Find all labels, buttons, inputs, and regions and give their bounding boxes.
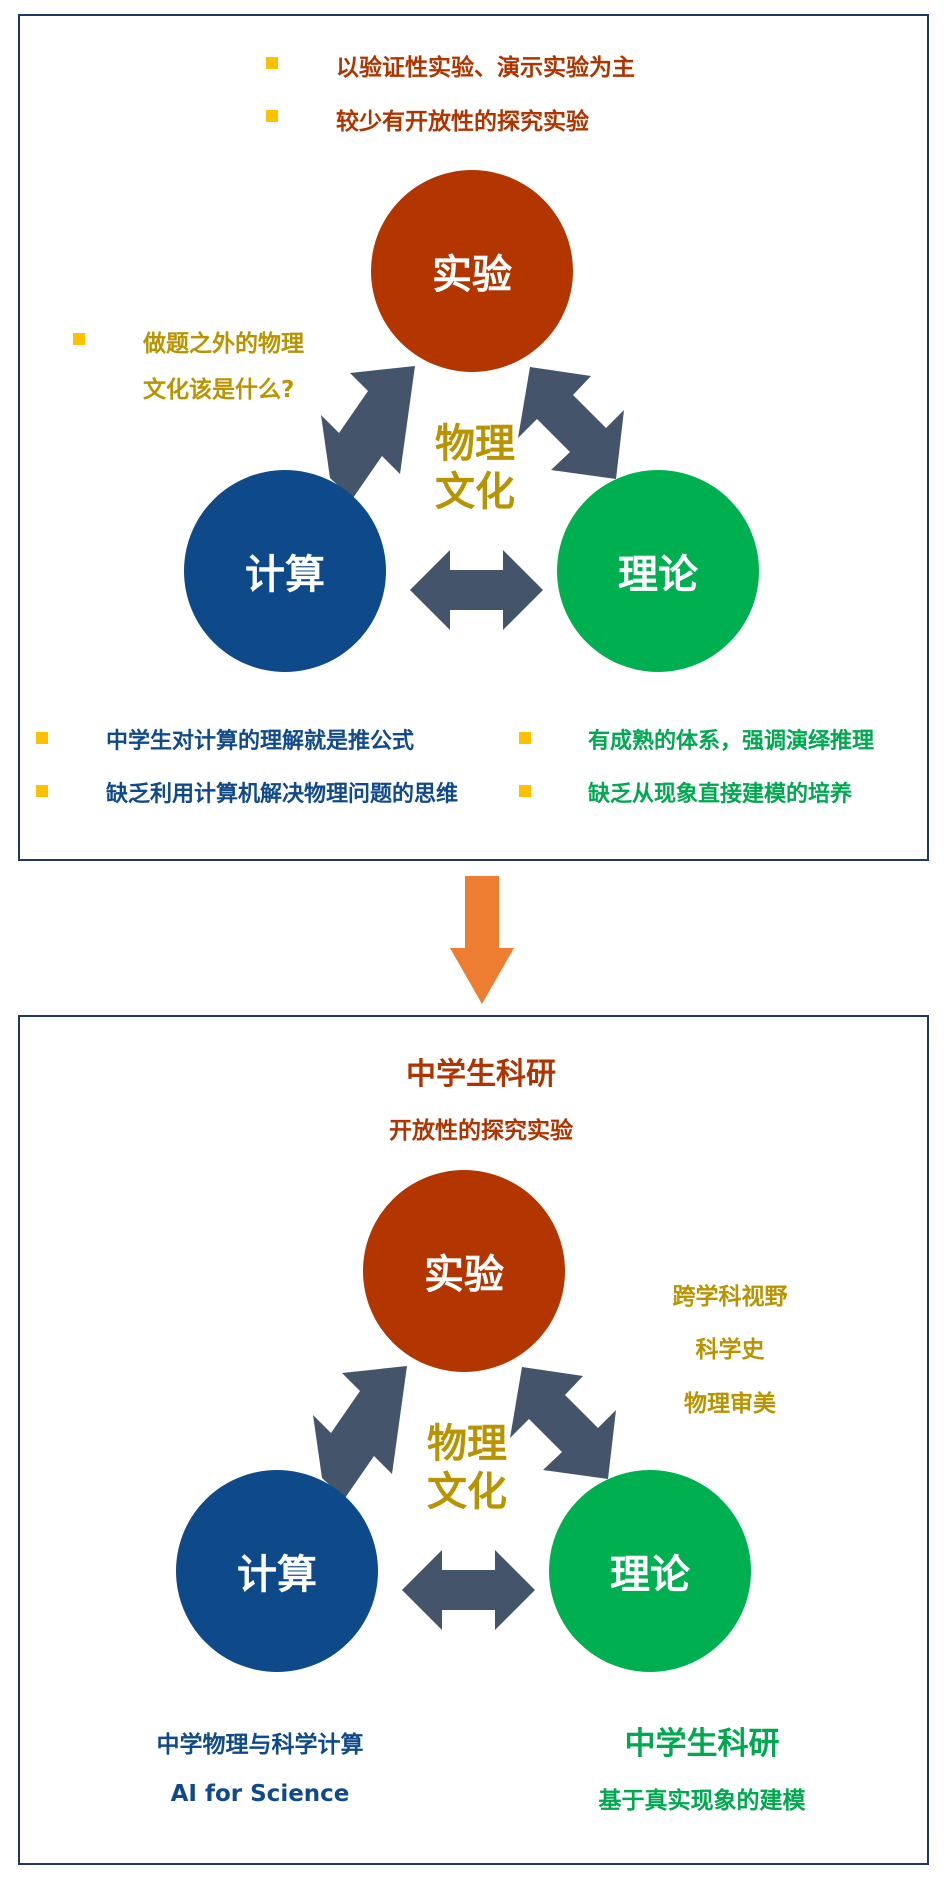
theory-label: 理论 xyxy=(610,1552,690,1598)
left-caption-line-2: AI for Science xyxy=(170,1781,350,1807)
experiment-label: 实验 xyxy=(432,252,512,298)
experiment-node: 实验 xyxy=(371,170,573,372)
right-bullet-2: 缺乏从现象直接建模的培养 xyxy=(588,782,853,807)
bullet-marker xyxy=(36,732,48,744)
bullet-marker xyxy=(266,57,278,69)
double-arrow-icon xyxy=(510,1367,616,1479)
right-caption-line-1: 中学生科研 xyxy=(624,1726,780,1762)
top-bullet-1: 以验证性实验、演示实验为主 xyxy=(336,55,635,81)
double-arrow-icon xyxy=(410,550,543,630)
computation-label: 计算 xyxy=(245,552,325,598)
right-caption-line-2: 基于真实现象的建模 xyxy=(598,1788,806,1814)
bullet-marker xyxy=(266,110,278,122)
bottom-panel xyxy=(18,1015,929,1865)
top-panel xyxy=(18,14,929,861)
center-label: 物理 文化 xyxy=(402,1420,532,1516)
double-arrow-icon xyxy=(402,1550,535,1630)
double-arrow-icon xyxy=(313,1366,407,1516)
experiment-node: 实验 xyxy=(363,1170,565,1372)
bottom-subtitle: 开放性的探究实验 xyxy=(389,1118,573,1144)
left-bullet-2: 缺乏利用计算机解决物理问题的思维 xyxy=(106,782,459,807)
top-bullet-2: 较少有开放性的探究实验 xyxy=(336,109,589,135)
bullet-marker xyxy=(519,732,531,744)
experiment-label: 实验 xyxy=(424,1252,504,1298)
left-bullet-1: 中学生对计算的理解就是推公式 xyxy=(106,729,415,754)
computation-label: 计算 xyxy=(237,1552,317,1598)
top-arrows xyxy=(321,366,624,630)
double-arrow-icon xyxy=(321,366,415,516)
bullet-marker xyxy=(73,333,85,345)
right-note-line-3: 物理审美 xyxy=(684,1391,776,1417)
right-note-line-2: 科学史 xyxy=(695,1337,765,1363)
center-line-2: 文化 xyxy=(435,469,515,515)
theory-node: 理论 xyxy=(557,470,759,672)
bullet-marker xyxy=(519,785,531,797)
center-line-1: 物理 xyxy=(435,421,515,467)
center-line-1: 物理 xyxy=(427,1421,507,1467)
right-bullet-1: 有成熟的体系，强调演绎推理 xyxy=(588,729,875,754)
theory-label: 理论 xyxy=(618,552,698,598)
down-arrow-icon xyxy=(450,876,514,1004)
left-note-line-2: 文化该是什么? xyxy=(143,377,295,403)
theory-node: 理论 xyxy=(549,1470,751,1672)
right-note-line-1: 跨学科视野 xyxy=(672,1284,788,1310)
left-caption-line-1: 中学物理与科学计算 xyxy=(156,1732,364,1758)
computation-node: 计算 xyxy=(176,1470,378,1672)
bottom-title: 中学生科研 xyxy=(406,1057,556,1092)
double-arrow-icon xyxy=(518,367,624,479)
center-line-2: 文化 xyxy=(427,1469,507,1515)
center-label: 物理 文化 xyxy=(410,420,540,516)
left-note-line-1: 做题之外的物理 xyxy=(143,331,304,357)
computation-node: 计算 xyxy=(184,470,386,672)
bullet-marker xyxy=(36,785,48,797)
